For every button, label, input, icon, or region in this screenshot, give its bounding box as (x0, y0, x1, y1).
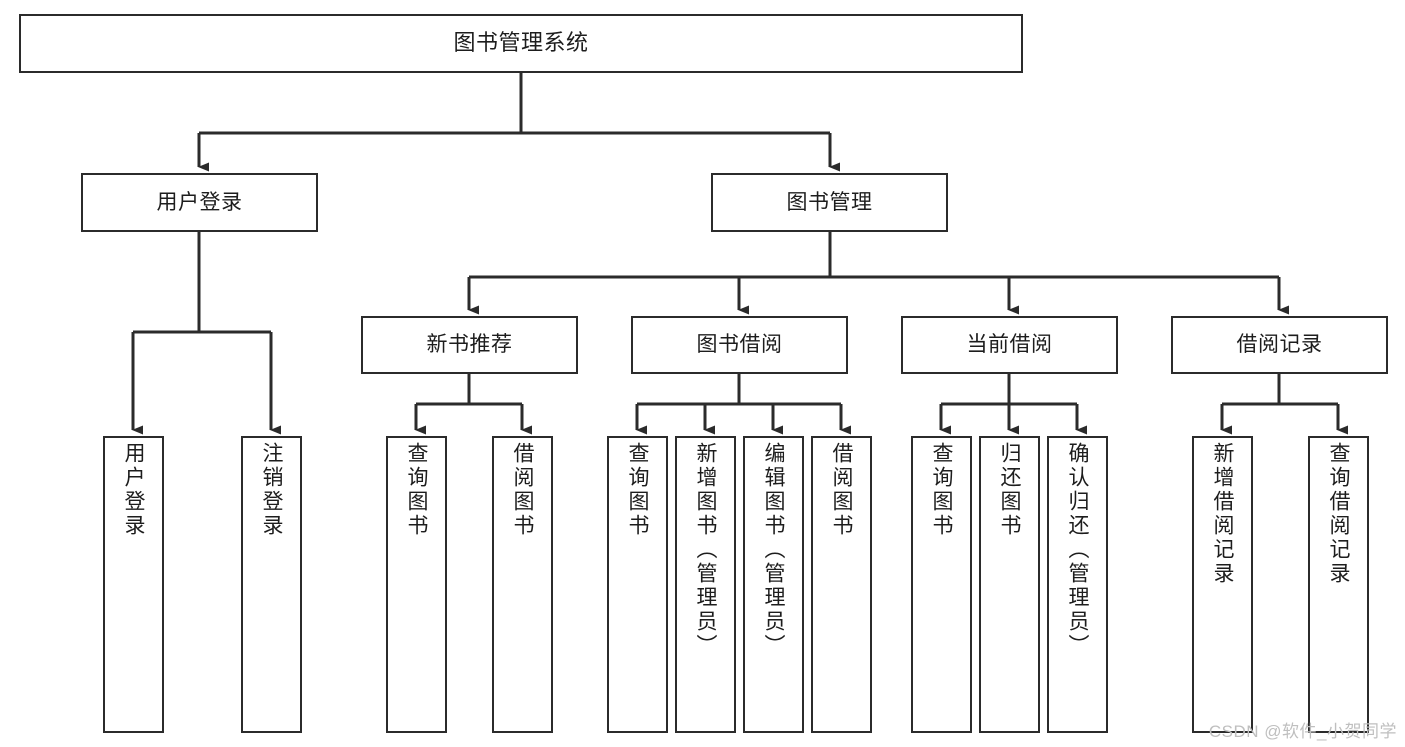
leaf-book-borrow-edit[interactable]: 编辑图书（管理员） (743, 436, 804, 733)
leaf-new-book-query-label: 查询图书 (405, 442, 428, 538)
leaf-user-login-signin-label: 用户登录 (122, 442, 145, 538)
leaf-borrow-record-add[interactable]: 新增借阅记录 (1192, 436, 1253, 733)
leaf-new-book-borrow-label: 借阅图书 (511, 442, 534, 538)
leaf-current-borrow-confirm-return-label: 确认归还（管理员） (1066, 442, 1089, 658)
leaf-user-login-signin[interactable]: 用户登录 (103, 436, 164, 733)
node-root-system-label: 图书管理系统 (453, 30, 589, 56)
leaf-new-book-query[interactable]: 查询图书 (386, 436, 447, 733)
node-book-borrow-label: 图书借阅 (696, 333, 783, 357)
leaf-book-borrow-edit-label: 编辑图书（管理员） (762, 442, 785, 658)
node-book-borrow[interactable]: 图书借阅 (631, 316, 848, 374)
leaf-book-borrow-add[interactable]: 新增图书（管理员） (675, 436, 736, 733)
leaf-book-borrow-query[interactable]: 查询图书 (607, 436, 668, 733)
leaf-borrow-record-add-label: 新增借阅记录 (1211, 442, 1234, 586)
leaf-current-borrow-confirm-return[interactable]: 确认归还（管理员） (1047, 436, 1108, 733)
leaf-book-borrow-query-label: 查询图书 (626, 442, 649, 538)
leaf-borrow-record-query[interactable]: 查询借阅记录 (1308, 436, 1369, 733)
leaf-current-borrow-query-label: 查询图书 (930, 442, 953, 538)
leaf-current-borrow-query[interactable]: 查询图书 (911, 436, 972, 733)
leaf-current-borrow-return[interactable]: 归还图书 (979, 436, 1040, 733)
node-book-management[interactable]: 图书管理 (711, 173, 948, 232)
leaf-current-borrow-return-label: 归还图书 (998, 442, 1021, 538)
leaf-book-borrow-borrow[interactable]: 借阅图书 (811, 436, 872, 733)
node-borrow-record-label: 借阅记录 (1236, 333, 1323, 357)
leaf-borrow-record-query-label: 查询借阅记录 (1327, 442, 1350, 586)
leaf-book-borrow-add-label: 新增图书（管理员） (694, 442, 717, 658)
node-user-login[interactable]: 用户登录 (81, 173, 318, 232)
leaf-user-login-signout-label: 注销登录 (260, 442, 283, 538)
node-current-borrow[interactable]: 当前借阅 (901, 316, 1118, 374)
node-new-book-recommend-label: 新书推荐 (426, 333, 513, 357)
node-current-borrow-label: 当前借阅 (966, 333, 1053, 357)
node-root-system[interactable]: 图书管理系统 (19, 14, 1023, 73)
watermark: CSDN @软件_小贺同学 (1208, 722, 1397, 741)
node-user-login-label: 用户登录 (156, 190, 243, 214)
leaf-book-borrow-borrow-label: 借阅图书 (830, 442, 853, 538)
leaf-new-book-borrow[interactable]: 借阅图书 (492, 436, 553, 733)
node-borrow-record[interactable]: 借阅记录 (1171, 316, 1388, 374)
node-new-book-recommend[interactable]: 新书推荐 (361, 316, 578, 374)
node-book-management-label: 图书管理 (786, 190, 873, 214)
leaf-user-login-signout[interactable]: 注销登录 (241, 436, 302, 733)
